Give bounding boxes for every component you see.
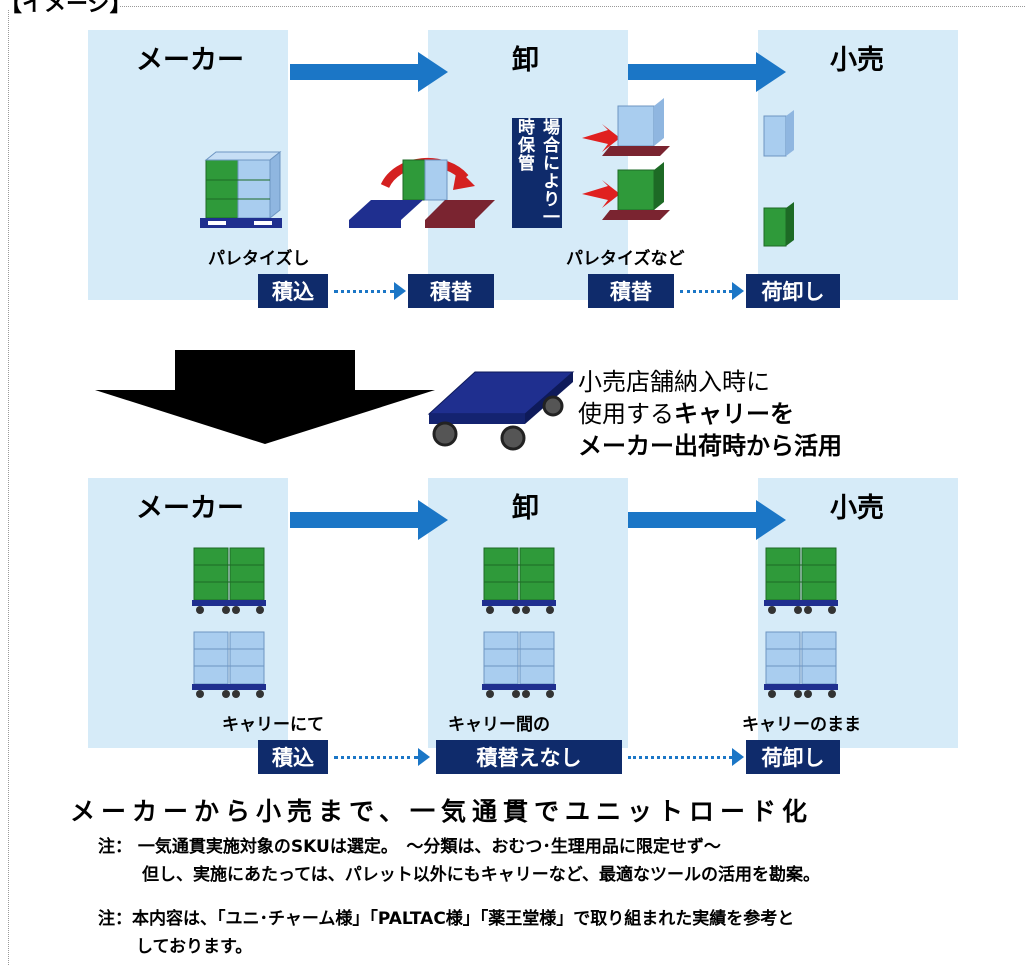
maker-carrier-stacks-icon — [192, 547, 266, 698]
bottom-flow-arrow-1 — [290, 500, 448, 540]
note-2-line-1: 注：本内容は、「ユニ･チャーム様」「PALTAC様」「薬王堂様」で取り組まれた実… — [98, 909, 795, 929]
bottom-flow-arrow-2 — [628, 500, 786, 540]
top-process-connector-1 — [334, 290, 394, 293]
bottom-caption-maker: キャリーにて — [222, 715, 324, 735]
bottom-stage-retail: 小売 — [830, 493, 884, 524]
top-process-arrowhead-1 — [394, 282, 406, 300]
top-process-unload: 荷卸し — [746, 274, 840, 308]
headline: メーカーから小売まで、一気通貫でユニットロード化 — [70, 797, 814, 826]
wholesale-carrier-stacks-icon — [482, 547, 556, 698]
top-process-transfer-2: 積替 — [588, 274, 674, 308]
note-1-line-2: 但し、実施にあたっては、パレット以外にもキャリーなど、最適なツールの活用を勘案。 — [142, 865, 820, 885]
bottom-process-connector-2 — [628, 756, 732, 759]
retail-cases-icon — [763, 110, 794, 247]
carrier-note-line1: 小売店舗納入時に — [578, 368, 770, 396]
note-2-line-2: しております。 — [136, 937, 253, 957]
carrier-note-line2-plain: 使用する — [578, 400, 674, 428]
maker-pallet-stack-icon — [200, 150, 282, 228]
top-stage-retail: 小売 — [830, 45, 884, 76]
bottom-caption-retail: キャリーのまま — [742, 715, 861, 735]
top-process-transfer-1: 積替 — [408, 274, 494, 308]
top-process-arrowhead-2 — [732, 282, 744, 300]
frame-top-border — [120, 6, 1025, 7]
note-1-line-1: 注： 一気通貫実施対象のSKUは選定。 ～分類は、おむつ･生理用品に限定せず～ — [98, 837, 721, 857]
bottom-process-no-transfer: 積替えなし — [436, 740, 622, 774]
top-retail-panel — [758, 30, 958, 300]
frame-left-border — [8, 10, 9, 965]
top-process-connector-2 — [680, 290, 732, 293]
bottom-caption-wholesale: キャリー間の — [448, 715, 550, 735]
carrier-note-line2: 使用するキャリーを — [578, 398, 842, 430]
bottom-stage-wholesale: 卸 — [512, 493, 539, 524]
top-process-load: 積込 — [258, 274, 328, 308]
pallet-transfer-icon — [349, 157, 495, 228]
top-stage-maker: メーカー — [136, 45, 244, 76]
top-flow-arrow-2 — [628, 52, 786, 92]
wholesale-output-icons — [582, 98, 670, 220]
temp-storage-box: 場合により一時保管 — [512, 118, 562, 228]
top-stage-wholesale: 卸 — [512, 45, 539, 76]
bottom-process-unload: 荷卸し — [746, 740, 840, 774]
bottom-maker-panel — [88, 478, 288, 748]
bottom-process-arrowhead-2 — [732, 748, 744, 766]
bottom-process-arrowhead-1 — [418, 748, 430, 766]
bottom-process-connector-1 — [334, 756, 418, 759]
bottom-retail-panel — [758, 478, 958, 748]
bottom-process-load: 積込 — [258, 740, 328, 774]
corner-title: 【イメージ】 — [0, 0, 132, 17]
bottom-stage-maker: メーカー — [136, 493, 244, 524]
carrier-note-line3: メーカー出荷時から活用 — [578, 432, 842, 460]
transition-big-arrow — [95, 350, 435, 444]
retail-carrier-stacks-icon — [764, 547, 838, 698]
carrier-note: 小売店舗納入時に 使用するキャリーを メーカー出荷時から活用 — [578, 366, 842, 462]
carrier-cart-icon — [427, 371, 575, 451]
top-flow-arrow-1 — [290, 52, 448, 92]
top-caption-wholesale: パレタイズなど — [566, 249, 685, 269]
carrier-note-line2-bold: キャリーを — [674, 400, 794, 428]
top-caption-maker: パレタイズし — [208, 249, 310, 269]
